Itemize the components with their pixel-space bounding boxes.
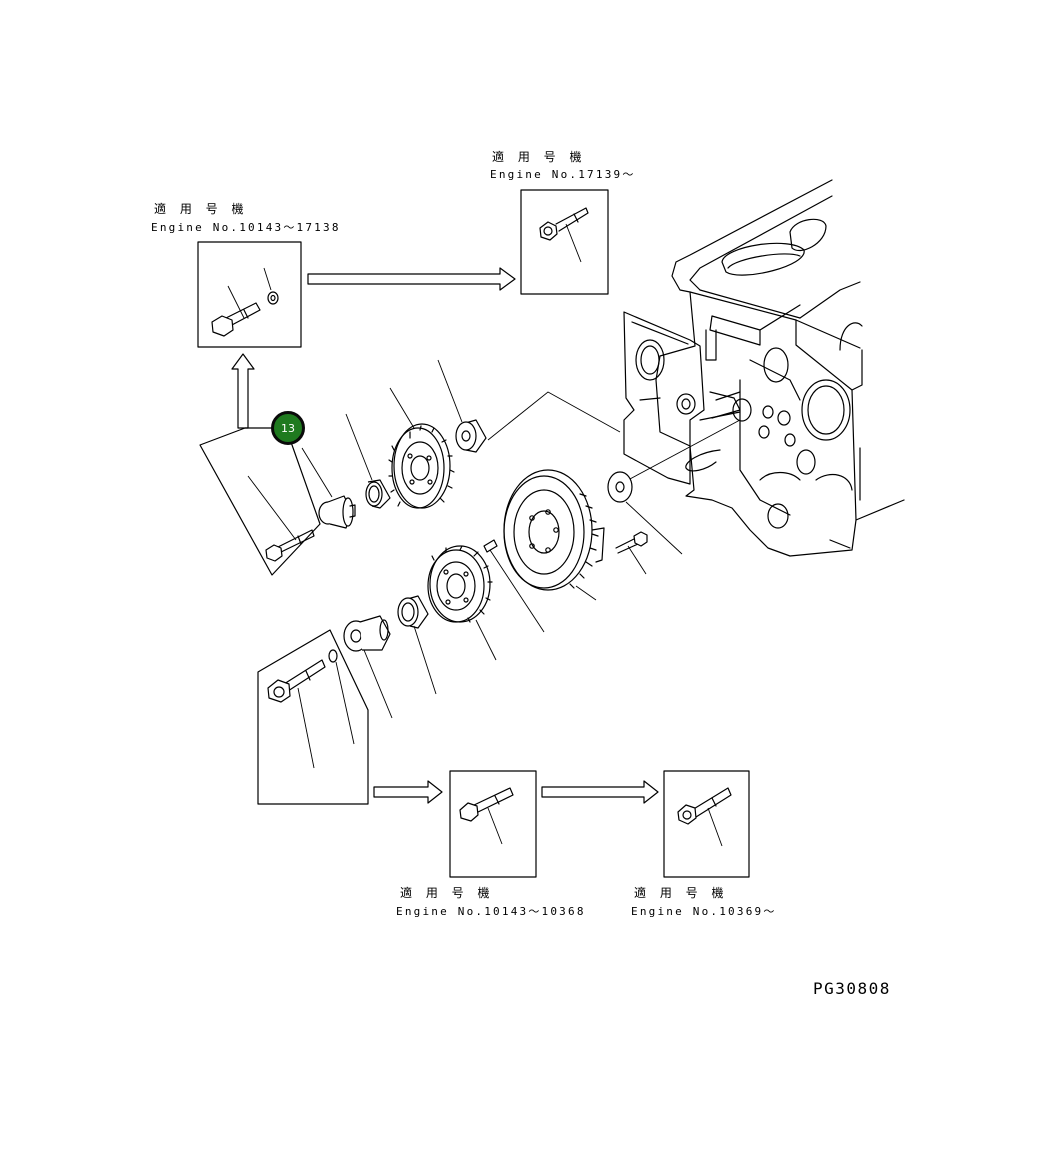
callout-marker-13[interactable]: 13 <box>271 411 305 445</box>
arrow-right-lower-2 <box>541 780 659 804</box>
idler-gear-lower <box>427 545 497 661</box>
bushing-lower <box>397 595 437 695</box>
crankshaft-gear <box>503 469 605 601</box>
variant-box-top-left <box>197 241 302 348</box>
drawing-code: PG30808 <box>813 979 891 998</box>
flange-bolt-top <box>539 207 589 263</box>
applicable-machine-label-bottom-mid: 適 用 号 機 <box>400 886 495 900</box>
bolt-bottom-mid <box>459 787 514 845</box>
applicable-machine-label-top-left: 適 用 号 機 <box>154 202 249 216</box>
variant-box-top-right <box>520 189 609 295</box>
dowel-pin <box>483 539 545 633</box>
bolt-panel-lower <box>257 629 369 805</box>
idler-gear-upper <box>388 387 455 509</box>
arrow-right-top <box>307 267 516 291</box>
variant-box-bottom-right <box>663 770 750 878</box>
arrow-up-left <box>231 353 255 429</box>
bolt-washer-top-left <box>211 267 279 337</box>
bolt-lower <box>267 649 355 769</box>
washer-right <box>607 471 683 555</box>
bolt-13 <box>247 475 315 562</box>
bolt-bottom-right <box>677 787 732 847</box>
engine-range-bottom-mid: Engine No.10143～10368 <box>396 905 586 918</box>
small-bolt-right <box>615 531 648 575</box>
thrust-washer-upper <box>437 359 487 453</box>
idler-shaft <box>301 447 356 529</box>
applicable-machine-label-top-right: 適 用 号 機 <box>492 150 587 164</box>
variant-box-bottom-mid <box>449 770 537 878</box>
engine-range-bottom-right: Engine No.10369～ <box>631 905 777 918</box>
arrow-right-lower <box>373 780 443 804</box>
engine-block <box>623 179 905 557</box>
applicable-machine-label-bottom-right: 適 用 号 機 <box>634 886 729 900</box>
engine-range-top-right: Engine No.17139～ <box>490 168 636 181</box>
bolt-panel <box>199 427 321 576</box>
idler-shaft-lower <box>343 615 393 719</box>
bushing-upper <box>345 413 391 509</box>
engine-range-top-left: Engine No.10143～17138 <box>151 221 341 234</box>
